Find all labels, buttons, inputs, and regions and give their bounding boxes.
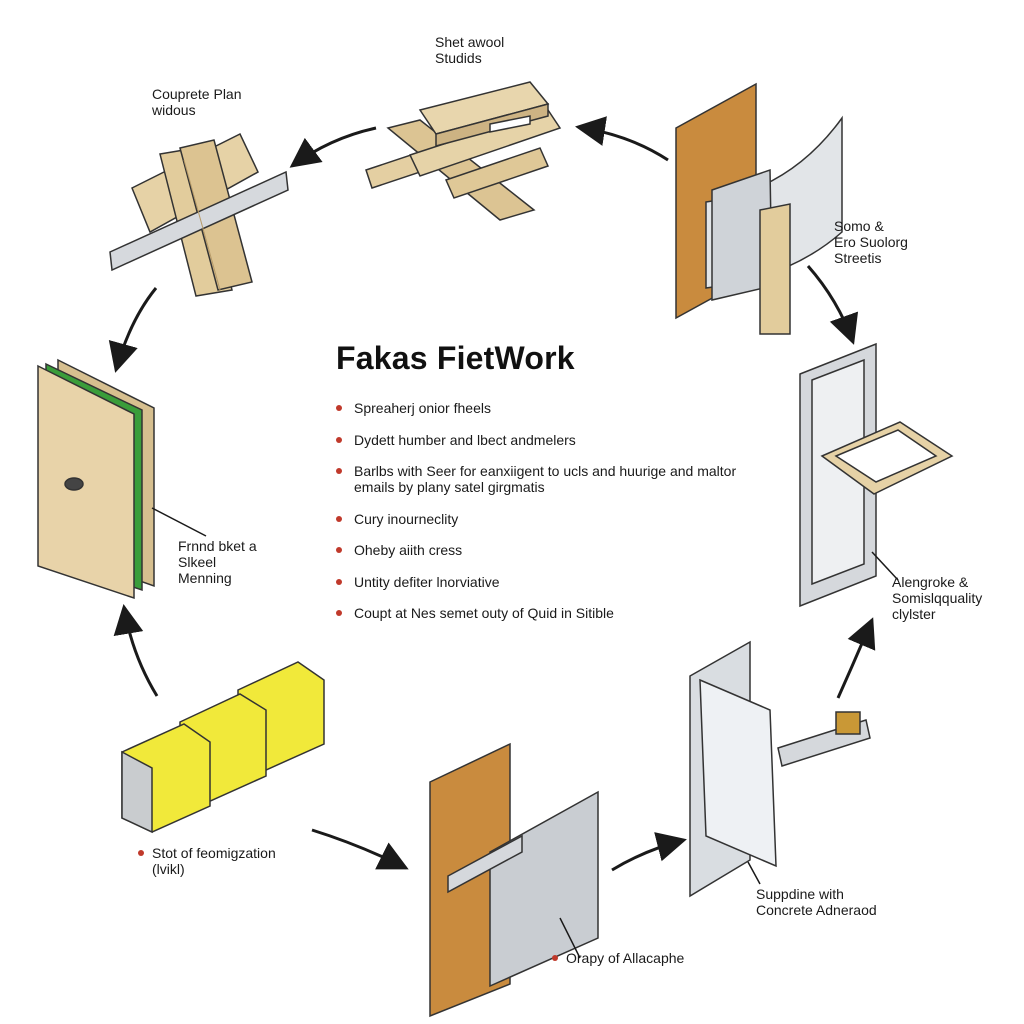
- label-bottom-left: Stot of feomigzation (lvikl): [138, 845, 276, 877]
- arrow-bottom-center-to-bottom-right: [611, 832, 687, 872]
- label-right-top: Somo & Ero Suolorg Streetis: [834, 218, 908, 266]
- label-bottom-right: Suppdine with Concrete Adneraod: [756, 886, 877, 918]
- plank-cross-illustration: [109, 132, 289, 297]
- label-line: Frnnd bket a: [178, 538, 257, 554]
- bullet-item: Cury inourneclity: [336, 511, 756, 527]
- bullet-item: Coupt at Nes semet outy of Quid in Sitib…: [336, 605, 756, 621]
- panel-stack-illustration: [37, 358, 207, 600]
- yellow-blocks-illustration: [121, 661, 325, 834]
- arrow-bottom-left-to-bottom-center: [311, 828, 409, 870]
- arrow-top-left-to-left: [108, 287, 158, 373]
- label-line: widous: [152, 102, 196, 118]
- label-left-middle: Frnnd bket a Slkeel Menning: [178, 538, 257, 586]
- arrow-bottom-right-to-right: [836, 617, 876, 699]
- label-line: (lvikl): [152, 861, 185, 877]
- label-top-left: Couprete Plan widous: [152, 86, 242, 118]
- label-line: Menning: [178, 570, 232, 586]
- cycle-arrows: [108, 116, 876, 872]
- label-line: Couprete Plan: [152, 86, 242, 102]
- bullet-item: Spreaherj onior fheels: [336, 400, 756, 416]
- bullet-item: Untity defiter lnorviative: [336, 574, 756, 590]
- label-line: Somo &: [834, 218, 884, 234]
- arrow-top-right-to-top-center: [575, 116, 669, 162]
- label-line: Shet awool: [435, 34, 505, 50]
- label-line: Ero Suolorg: [834, 234, 908, 250]
- label-line: Suppdine with: [756, 886, 844, 902]
- bullet-item: Barlbs with Seer for eanxiigent to ucls …: [336, 463, 756, 495]
- label-line: Alengroke &: [892, 574, 969, 590]
- label-right-middle: Alengroke & Somislqquality clylster: [892, 574, 982, 622]
- label-top-center: Shet awool Studids: [435, 34, 504, 66]
- label-line: clylster: [892, 606, 936, 622]
- label-line: Streetis: [834, 250, 882, 266]
- label-line: Slkeel: [178, 554, 217, 570]
- wood-sheet-illustration: [429, 742, 599, 1018]
- bullet-item: Oheby aiith cress: [336, 542, 756, 558]
- label-bottom-center: Orapy of Allacaphe: [551, 950, 685, 966]
- arrow-top-center-to-top-left: [289, 126, 377, 168]
- bullet-list: Spreaherj onior fheels Dydett humber and…: [336, 400, 756, 637]
- studs-stack-illustration: [365, 81, 562, 221]
- label-line: Stot of feomigzation: [152, 845, 276, 861]
- diagram-title: Fakas FietWork: [336, 340, 575, 376]
- arrow-left-to-bottom-left: [113, 604, 159, 697]
- arrow-right-top-to-right: [806, 265, 859, 345]
- curved-sheet-illustration: [675, 82, 843, 335]
- glass-door-illustration: [689, 640, 871, 898]
- label-line: Concrete Adneraod: [756, 902, 877, 918]
- bullet-item: Dydett humber and lbect andmelers: [336, 432, 756, 448]
- label-line: Orapy of Allacaphe: [566, 950, 685, 966]
- label-line: Somislqquality: [892, 590, 983, 606]
- metal-frame-illustration: [799, 342, 954, 608]
- label-line: Studids: [435, 50, 482, 66]
